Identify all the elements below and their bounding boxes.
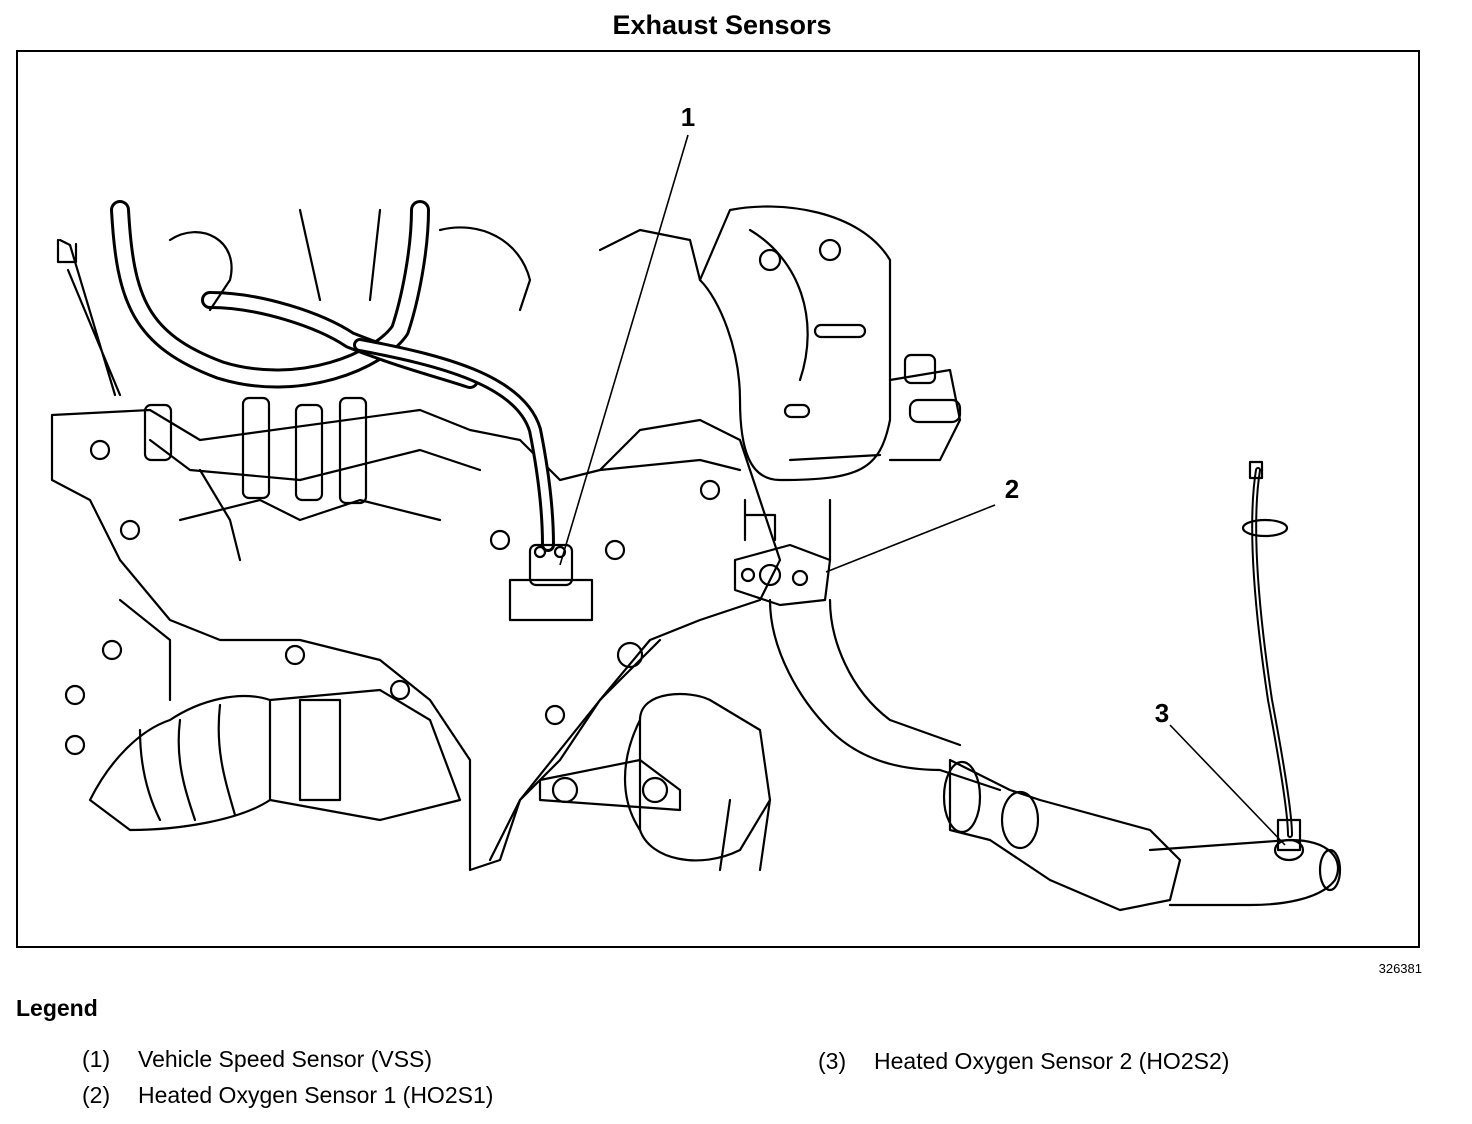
- ho2s2-grommet: [1241, 518, 1289, 538]
- callout-2-leader: [825, 504, 996, 573]
- upper-hose: [168, 231, 233, 312]
- sensor-1-lead: [353, 338, 555, 552]
- heat-shield: [698, 205, 892, 482]
- downpipe-flange: [733, 543, 832, 607]
- legend-item-label: Heated Oxygen Sensor 1 (HO2S1): [138, 1082, 494, 1108]
- diagram-frame: [16, 50, 1420, 948]
- callout-1: 1: [681, 102, 695, 132]
- exhaust-pipe: [768, 598, 1002, 792]
- plug-tube-2: [241, 396, 271, 500]
- vss-body: [508, 578, 594, 622]
- plug-tube-4: [338, 396, 368, 505]
- legend-item-2: (2) Heated Oxygen Sensor 1 (HO2S1): [82, 1082, 493, 1109]
- callout-3-leader: [1169, 724, 1286, 846]
- legend-item-label: Heated Oxygen Sensor 2 (HO2S2): [874, 1048, 1230, 1074]
- legend-item-label: Vehicle Speed Sensor (VSS): [138, 1046, 433, 1072]
- tail-pipe: [1148, 838, 1340, 907]
- legend-item-3: (3) Heated Oxygen Sensor 2 (HO2S2): [818, 1048, 1229, 1075]
- legend-item-number: (1): [82, 1046, 111, 1072]
- ho2s2-body: [1276, 818, 1302, 852]
- plug-tube-3: [294, 403, 324, 502]
- legend-heading: Legend: [16, 995, 98, 1021]
- legend-item-number: (2): [82, 1082, 111, 1108]
- callout-2: 2: [1005, 474, 1019, 504]
- callout-3: 3: [1155, 698, 1169, 728]
- figure-id: 326381: [1378, 961, 1422, 976]
- plug-tube-1: [143, 403, 173, 462]
- cv-boot: [88, 694, 272, 832]
- right-axle: [638, 692, 772, 862]
- legend-item-1: (1) Vehicle Speed Sensor (VSS): [82, 1046, 432, 1073]
- dipstick: [58, 238, 122, 397]
- legend-item-number: (3): [818, 1048, 847, 1074]
- callout-1-leader: [559, 134, 689, 566]
- diagram-title: Exhaust Sensors: [612, 10, 832, 40]
- engine-block: [50, 408, 782, 872]
- catalytic-converter: [948, 758, 1182, 912]
